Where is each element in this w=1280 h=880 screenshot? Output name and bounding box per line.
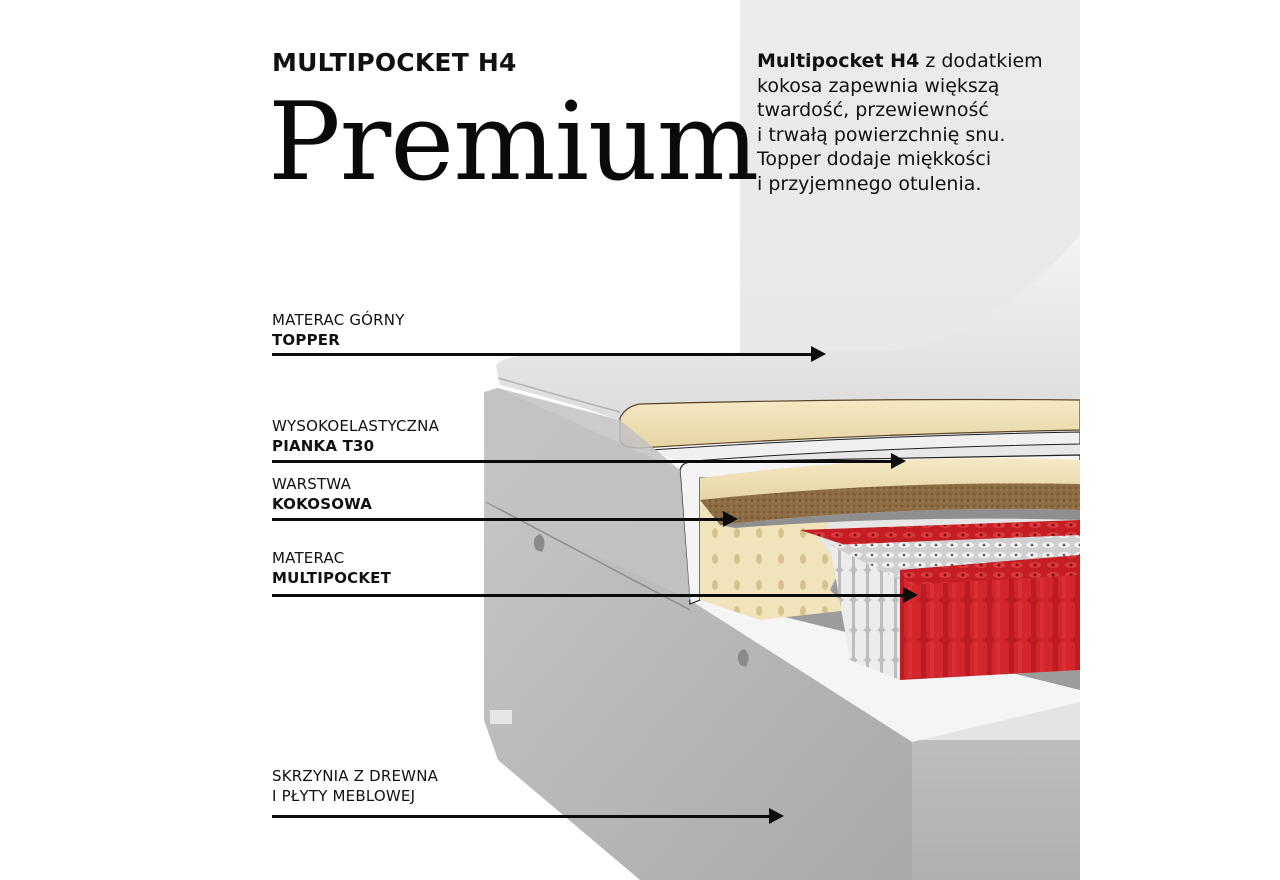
layer-label-line1: MATERAC <box>272 549 345 567</box>
layer-label-line1: SKRZYNIA Z DREWNA <box>272 767 439 785</box>
arrow-pointer-icon <box>272 808 784 824</box>
description-line: Topper dodaje miękkości <box>757 148 992 170</box>
layer-label-line2: TOPPER <box>272 331 340 349</box>
bed-cross-section-illustration <box>484 235 1080 880</box>
layer-label-line2: PIANKA T30 <box>272 437 375 455</box>
layer-label-line1: MATERAC GÓRNY <box>272 311 405 329</box>
layer-label-line2: MULTIPOCKET <box>272 569 392 587</box>
description-line: twardość, przewiewność <box>757 99 989 121</box>
product-title: Premium <box>268 80 759 205</box>
layer-label-line2: I PŁYTY MEBLOWEJ <box>272 787 416 805</box>
layer-label-line1: WARSTWA <box>272 475 352 493</box>
product-subtitle: MULTIPOCKET H4 <box>272 48 517 77</box>
layer-label-multipocket: MATERAC MULTIPOCKET <box>272 548 391 588</box>
arrow-pointer-icon <box>272 453 906 469</box>
layer-label-foam-t30: WYSOKOELASTYCZNA PIANKA T30 <box>272 416 439 456</box>
arrow-pointer-icon <box>272 587 918 603</box>
description-line: i przyjemnego otulenia. <box>757 172 982 195</box>
layer-label-line1: WYSOKOELASTYCZNA <box>272 417 440 435</box>
arrow-pointer-icon <box>272 511 738 527</box>
description-line: z dodatkiem <box>919 50 1043 72</box>
description-bold-name: Multipocket H4 <box>757 50 920 72</box>
description-line: i trwałą powierzchnię snu. <box>757 123 1006 146</box>
arrow-pointer-icon <box>272 346 826 362</box>
layer-label-topper: MATERAC GÓRNY TOPPER <box>272 310 405 350</box>
description-line: kokosa zapewnia większą <box>757 74 1000 97</box>
layer-label-box: SKRZYNIA Z DREWNA I PŁYTY MEBLOWEJ <box>272 766 438 806</box>
product-description: Multipocket H4 z dodatkiem kokosa zapewn… <box>757 49 1067 196</box>
layer-label-coconut: WARSTWA KOKOSOWA <box>272 474 372 514</box>
layer-label-line2: KOKOSOWA <box>272 495 373 513</box>
